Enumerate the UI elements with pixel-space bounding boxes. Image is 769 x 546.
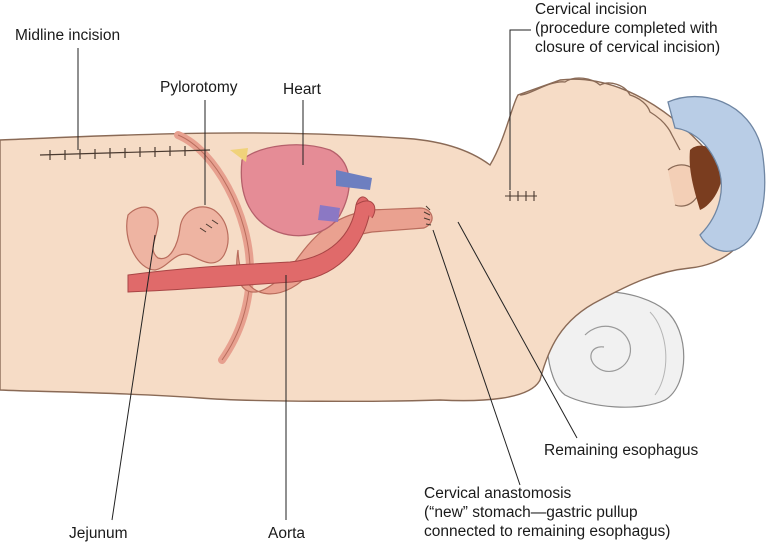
label-cervical-anastomosis-line2: (“new” stomach—gastric pullup bbox=[424, 504, 638, 521]
label-midline-incision-text: Midline incision bbox=[15, 27, 121, 44]
label-remaining-esophagus: Remaining esophagus bbox=[544, 441, 698, 460]
label-cervical-incision-line3: closure of cervical incision) bbox=[535, 39, 721, 56]
label-remaining-esophagus-text: Remaining esophagus bbox=[544, 442, 699, 459]
leader-jejunum bbox=[111, 234, 156, 521]
neck-roll-pillow bbox=[546, 290, 685, 408]
anastomosis-stitches bbox=[423, 205, 432, 226]
cervical-incision-sutures bbox=[505, 191, 537, 201]
label-midline-incision: Midline incision bbox=[15, 26, 120, 45]
surgical-cap bbox=[667, 95, 766, 252]
label-jejunum: Jejunum bbox=[69, 524, 128, 543]
label-aorta: Aorta bbox=[268, 524, 305, 543]
midline-incision-sutures bbox=[39, 146, 211, 160]
aorta-vessel bbox=[127, 196, 371, 293]
label-cervical-incision-line2: (procedure completed with bbox=[535, 20, 718, 37]
heart-vessel-purple bbox=[318, 205, 340, 222]
label-cervical-incision-line1: Cervical incision bbox=[535, 1, 647, 18]
body-torso bbox=[0, 78, 748, 403]
gastric-pullup bbox=[236, 207, 433, 295]
face-profile bbox=[519, 77, 681, 151]
label-pylorotomy-text: Pylorotomy bbox=[160, 79, 238, 96]
label-cervical-anastomosis-line1: Cervical anastomosis bbox=[424, 485, 572, 502]
leader-cervical-anastomosis bbox=[432, 229, 521, 486]
heart-vessel-blue bbox=[336, 170, 372, 190]
label-aorta-text: Aorta bbox=[268, 525, 306, 542]
leader-remaining-esophagus bbox=[457, 221, 578, 439]
label-cervical-anastomosis: Cervical anastomosis (“new” stomach—gast… bbox=[424, 484, 670, 541]
label-heart-text: Heart bbox=[283, 81, 321, 98]
label-cervical-incision: Cervical incision (procedure completed w… bbox=[535, 0, 720, 57]
leader-lines bbox=[77, 29, 578, 521]
hair bbox=[689, 145, 723, 210]
label-jejunum-text: Jejunum bbox=[69, 525, 128, 542]
pylorotomy-stitches bbox=[199, 219, 219, 233]
label-cervical-anastomosis-line3: connected to remaining esophagus) bbox=[424, 523, 671, 540]
label-heart: Heart bbox=[283, 80, 321, 99]
leader-cervical-incision bbox=[509, 29, 531, 190]
heart-apex bbox=[230, 148, 248, 162]
label-pylorotomy: Pylorotomy bbox=[160, 78, 238, 97]
